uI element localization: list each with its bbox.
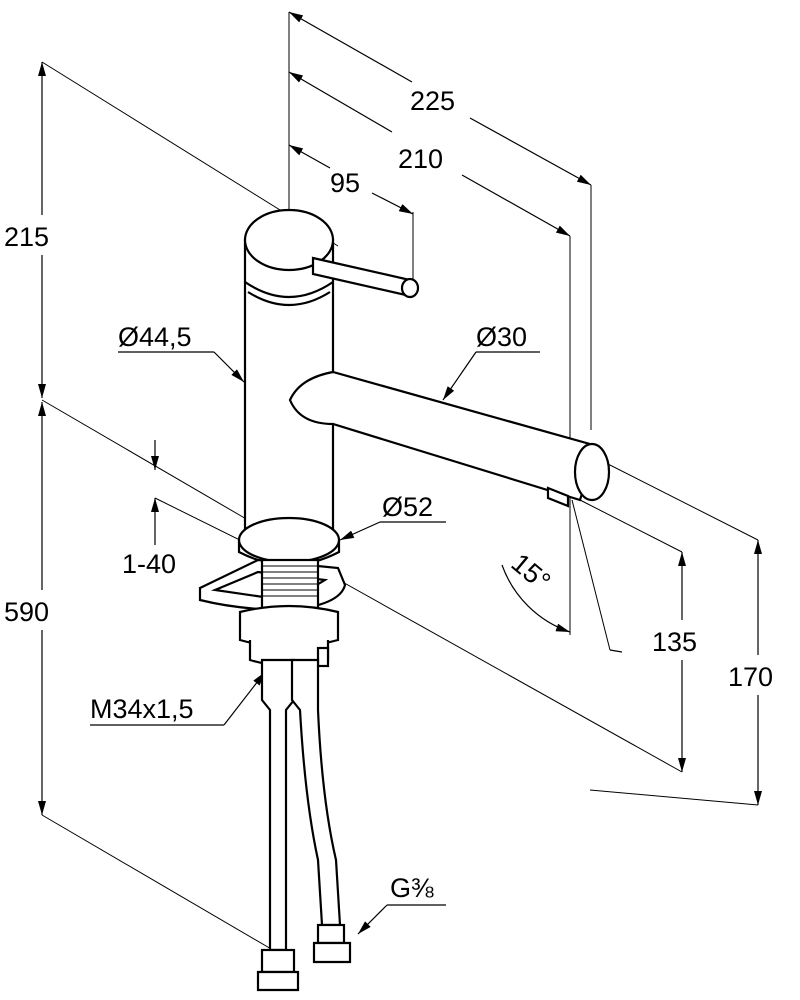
threaded-shank xyxy=(238,558,340,668)
leader-lines xyxy=(90,351,540,935)
label-95: 95 xyxy=(330,168,360,198)
mounting-flange xyxy=(237,516,341,566)
dimension-labels: 225 210 95 215 590 Ø44,5 Ø30 Ø52 1-40 M3… xyxy=(4,86,773,903)
label-thread-m34: M34x1,5 xyxy=(90,694,194,724)
label-590: 590 xyxy=(4,597,49,627)
label-angle-15: 15° xyxy=(506,548,557,597)
supply-hoses xyxy=(256,658,352,992)
label-170: 170 xyxy=(728,662,773,692)
lever-handle xyxy=(311,256,420,299)
faucet-body xyxy=(243,208,335,541)
spout xyxy=(288,370,611,508)
label-range-1-40: 1-40 xyxy=(122,549,176,579)
label-225: 225 xyxy=(410,86,455,116)
label-135: 135 xyxy=(652,627,697,657)
label-g38: G⅜ xyxy=(390,873,434,903)
label-dia-44-5: Ø44,5 xyxy=(118,322,192,352)
label-dia-52: Ø52 xyxy=(382,492,433,522)
label-215: 215 xyxy=(4,222,49,252)
label-dia-30: Ø30 xyxy=(476,322,527,352)
dimension-lines xyxy=(38,11,762,815)
label-210: 210 xyxy=(398,144,443,174)
extension-lines xyxy=(41,12,759,961)
